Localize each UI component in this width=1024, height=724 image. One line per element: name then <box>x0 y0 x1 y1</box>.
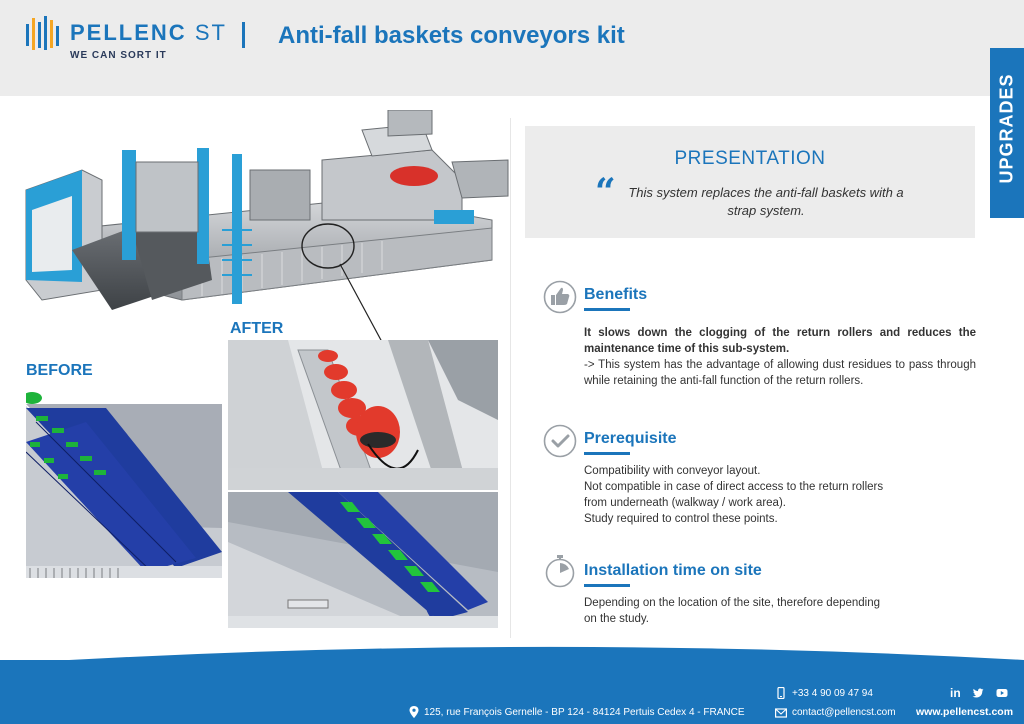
page-header: PELLENC ST WE CAN SORT IT Anti-fall bask… <box>0 0 1024 96</box>
prerequisite-underline <box>584 452 630 455</box>
installation-underline <box>584 584 630 587</box>
presentation-text: This system replaces the anti-fall baske… <box>628 185 904 218</box>
after-photo-closeup <box>228 340 498 490</box>
after-photo-overview <box>228 492 498 628</box>
brand-logo[interactable]: PELLENC ST WE CAN SORT IT <box>26 14 226 64</box>
page-footer: 125, rue François Gernelle - BP 124 - 84… <box>0 660 1024 724</box>
benefits-detail-text: -> This system has the advantage of allo… <box>584 358 976 387</box>
benefits-underline <box>584 308 630 311</box>
benefits-text: It slows down the clogging of the return… <box>584 326 976 389</box>
installation-line: on the study. <box>584 612 649 625</box>
twitter-icon[interactable] <box>972 687 984 699</box>
location-pin-icon <box>409 706 419 718</box>
machine-illustration <box>25 110 509 340</box>
footer-address: 125, rue François Gernelle - BP 124 - 84… <box>424 707 745 718</box>
youtube-icon[interactable] <box>996 687 1008 699</box>
thumbs-up-icon <box>543 280 577 314</box>
footer-website[interactable]: www.pellencst.com <box>916 706 1014 718</box>
prerequisite-line: Study required to control these points. <box>584 512 778 525</box>
footer-email[interactable]: contact@pellencst.com <box>792 707 896 718</box>
prerequisite-title: Prerequisite <box>584 430 677 447</box>
prerequisite-line: Compatibility with conveyor layout. <box>584 465 761 477</box>
stopwatch-icon <box>545 555 575 588</box>
side-tab-upgrades[interactable]: UPGRADES <box>990 48 1024 218</box>
check-icon <box>543 424 577 458</box>
email-icon <box>775 708 787 718</box>
linkedin-icon[interactable]: in <box>950 686 961 700</box>
footer-phone[interactable]: +33 4 90 09 47 94 <box>792 688 873 699</box>
benefits-bold-text: It slows down the clogging of the return… <box>584 327 976 355</box>
prerequisite-line: Not compatible in case of direct access … <box>584 480 884 493</box>
presentation-title: PRESENTATION <box>674 148 826 169</box>
phone-icon <box>777 687 785 699</box>
brand-name: PELLENC ST <box>70 20 227 45</box>
before-label: BEFORE <box>26 362 93 379</box>
presentation-box: PRESENTATION “ This system replaces the … <box>525 126 975 238</box>
prerequisite-text: Compatibility with conveyor layout. Not … <box>584 464 976 527</box>
page-title: Anti-fall baskets conveyors kit <box>278 22 625 49</box>
header-separator <box>242 22 245 48</box>
brand-tagline: WE CAN SORT IT <box>70 50 167 61</box>
installation-line: Depending on the location of the site, t… <box>584 597 881 609</box>
installation-title: Installation time on site <box>584 562 762 579</box>
before-photo <box>26 382 222 578</box>
benefits-title: Benefits <box>584 286 648 303</box>
quote-icon: “ <box>595 171 616 213</box>
prerequisite-line: from underneath (walkway / work area). <box>584 496 786 509</box>
logo-bars-icon <box>26 16 59 50</box>
after-label: AFTER <box>230 320 284 337</box>
installation-text: Depending on the location of the site, t… <box>584 596 976 628</box>
side-tab-label: UPGRADES <box>996 73 1017 184</box>
column-divider <box>510 118 511 638</box>
